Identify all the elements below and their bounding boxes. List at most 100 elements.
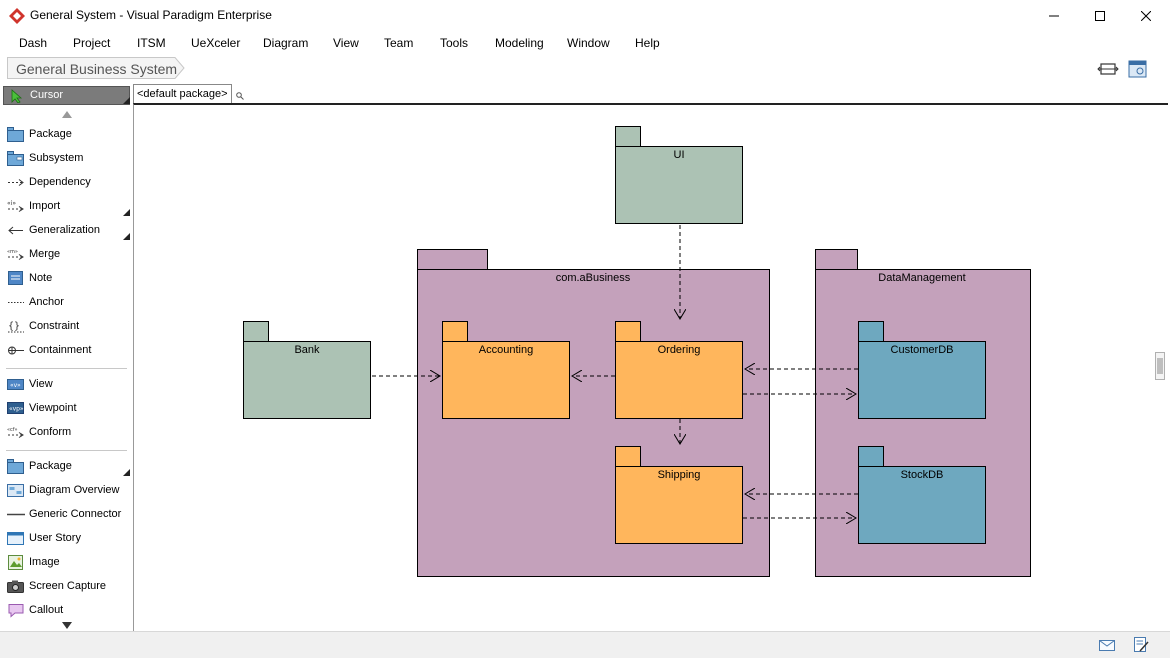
window-title: General System - Visual Paradigm Enterpr… [30, 8, 272, 22]
palette-anchor-label: Anchor [29, 296, 64, 308]
palette-note[interactable]: Note [0, 268, 133, 290]
palette-conform[interactable]: «cf» Conform [0, 422, 133, 444]
palette-image[interactable]: Image [0, 552, 133, 574]
palette-image-label: Image [29, 556, 60, 568]
generalization-arrow-icon [8, 226, 23, 235]
menu-window[interactable]: Window [567, 36, 610, 50]
palette-generic-connector-label: Generic Connector [29, 508, 122, 520]
diagram-toolbar-palette: Cursor Package Subsystem Dependency «i» … [0, 84, 133, 631]
package-stockdb[interactable]: StockDB [858, 446, 986, 544]
palette-import[interactable]: «i» Import [0, 196, 133, 218]
diagram-overview-icon [7, 484, 24, 497]
palette-containment[interactable]: Containment [0, 340, 133, 362]
palette-divider [6, 368, 127, 369]
palette-merge-label: Merge [29, 248, 61, 260]
palette-generic-connector[interactable]: Generic Connector [0, 504, 133, 526]
svg-text:«m»: «m» [7, 249, 18, 255]
subsystem-icon [7, 151, 24, 166]
menu-dash[interactable]: Dash [19, 36, 48, 50]
menu-itsm[interactable]: ITSM [137, 36, 166, 50]
fit-diagram-icon[interactable] [1097, 58, 1119, 80]
palette-dependency[interactable]: Dependency [0, 172, 133, 194]
diagram-navigator-icon[interactable] [1127, 58, 1149, 80]
scroll-down-arrow-icon[interactable] [62, 622, 72, 629]
package-ui[interactable]: UI [615, 126, 743, 224]
palette-note-label: Note [29, 272, 53, 284]
menu-project[interactable]: Project [73, 36, 111, 50]
palette-cursor-tool[interactable]: Cursor [3, 86, 130, 105]
menu-modeling[interactable]: Modeling [495, 36, 544, 50]
palette-subsystem-label: Subsystem [29, 152, 84, 164]
status-bar [0, 631, 1170, 658]
palette-constraint[interactable]: {} Constraint [0, 316, 133, 338]
menu-team[interactable]: Team [384, 36, 414, 50]
package-shipping[interactable]: Shipping [615, 446, 743, 544]
palette-user-story-label: User Story [29, 532, 81, 544]
package-icon [7, 127, 24, 142]
menu-uexceler[interactable]: UeXceler [191, 36, 241, 50]
package-accounting[interactable]: Accounting [442, 321, 570, 419]
package-customerdb[interactable]: CustomerDB [858, 321, 986, 419]
breadcrumb-label: General Business System [16, 61, 178, 77]
menu-view[interactable]: View [333, 36, 359, 50]
menu-tools[interactable]: Tools [440, 36, 469, 50]
palette-callout-label: Callout [29, 604, 64, 616]
more-options-flag-icon[interactable] [123, 97, 130, 104]
palette-merge[interactable]: «m» Merge [0, 244, 133, 266]
package-ordering[interactable]: Ordering [615, 321, 743, 419]
palette-subsystem[interactable]: Subsystem [0, 148, 133, 170]
palette-anchor[interactable]: Anchor [0, 292, 133, 314]
image-icon [8, 555, 23, 570]
svg-text:«v»: «v» [10, 382, 21, 389]
mail-icon[interactable] [1098, 637, 1116, 653]
package-bank-label: Bank [294, 344, 320, 356]
maximize-button[interactable] [1077, 0, 1123, 32]
palette-screen-capture[interactable]: Screen Capture [0, 576, 133, 598]
package-more-flag-icon[interactable] [123, 469, 130, 476]
menu-bar: Dash Project ITSM UeXceler Diagram View … [0, 32, 1170, 54]
palette-diagram-overview-label: Diagram Overview [29, 484, 120, 496]
palette-containment-label: Containment [29, 344, 92, 356]
package-bank[interactable]: Bank [243, 321, 371, 419]
svg-text:«i»: «i» [7, 200, 16, 207]
svg-text:{}: {} [8, 321, 20, 332]
user-story-icon [7, 532, 24, 545]
minimize-button[interactable] [1031, 0, 1077, 32]
package-datamanagement-label: DataManagement [878, 272, 965, 284]
palette-diagram-overview[interactable]: Diagram Overview [0, 480, 133, 502]
palette-generalization[interactable]: Generalization [0, 220, 133, 242]
palette-package-label: Package [29, 128, 72, 140]
package-diagram: com.aBusiness DataManagement UI Bank Acc… [243, 126, 1031, 577]
breadcrumb-shape [7, 57, 185, 79]
generalization-more-flag-icon[interactable] [123, 233, 130, 240]
scroll-up-arrow-icon[interactable] [62, 111, 72, 118]
palette-generalization-label: Generalization [29, 224, 100, 236]
palette-divider [6, 450, 127, 451]
import-more-flag-icon[interactable] [123, 209, 130, 216]
tab-default-package[interactable]: <default package> [133, 84, 232, 104]
diagram-canvas[interactable]: com.aBusiness DataManagement UI Bank Acc… [133, 103, 1168, 631]
viewpoint-icon: «vp» [7, 402, 24, 414]
menu-help[interactable]: Help [635, 36, 660, 50]
splitter-grip-icon[interactable] [1155, 352, 1165, 380]
palette-screen-capture-label: Screen Capture [29, 580, 107, 592]
anchor-line-icon [8, 302, 24, 303]
palette-user-story[interactable]: User Story [0, 528, 133, 550]
cursor-arrow-icon [11, 89, 23, 103]
palette-view[interactable]: «v» View [0, 374, 133, 396]
menu-diagram[interactable]: Diagram [263, 36, 309, 50]
conform-icon: «cf» [7, 427, 24, 438]
package-ordering-label: Ordering [658, 344, 701, 356]
tab-default-package-label: <default package> [137, 88, 228, 100]
edit-document-icon[interactable] [1132, 637, 1150, 653]
palette-viewpoint[interactable]: «vp» Viewpoint [0, 398, 133, 420]
merge-icon: «m» [7, 249, 24, 260]
close-button[interactable] [1123, 0, 1169, 32]
palette-dependency-label: Dependency [29, 176, 91, 188]
package-customerdb-label: CustomerDB [891, 344, 954, 356]
search-icon[interactable] [236, 92, 244, 100]
palette-package-2[interactable]: Package [0, 456, 133, 478]
palette-callout[interactable]: Callout [0, 600, 133, 622]
palette-view-label: View [29, 378, 53, 390]
palette-package[interactable]: Package [0, 124, 133, 146]
